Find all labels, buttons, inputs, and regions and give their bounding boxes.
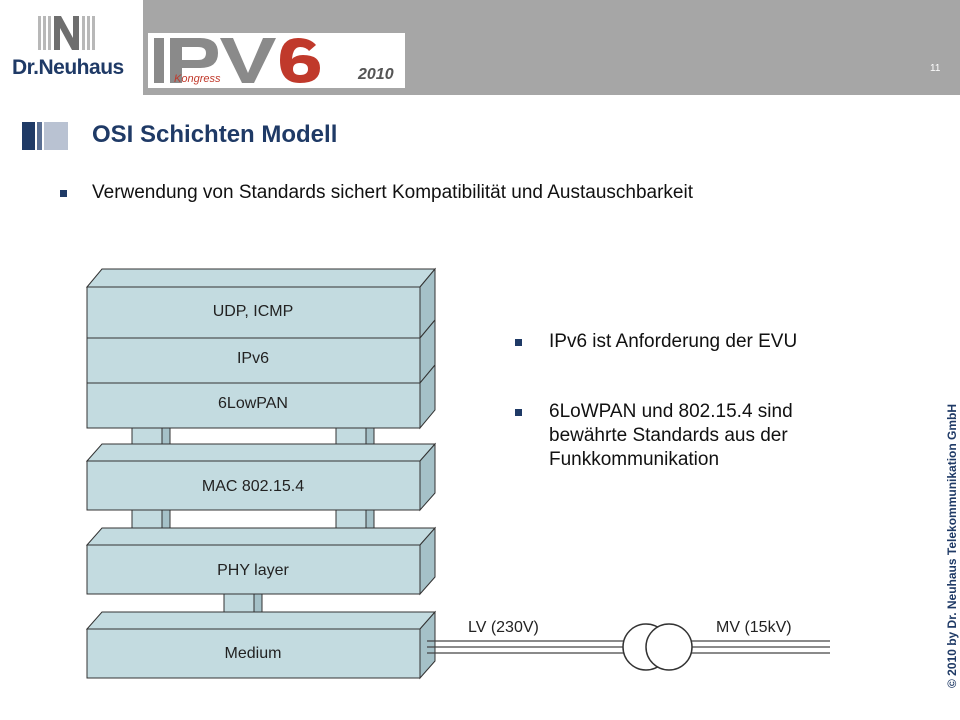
bullet-square-icon xyxy=(515,409,522,416)
layer-phy-box xyxy=(85,526,437,596)
layer-ipv6-box xyxy=(86,318,436,385)
copyright-note: © 2010 by Dr. Neuhaus Telekommunikation … xyxy=(945,403,959,688)
transformer-icon xyxy=(622,623,693,671)
neuhaus-logo-icon xyxy=(36,12,100,54)
bullet-square-icon xyxy=(60,190,67,197)
bullet-item: IPv6 ist Anforderung der EVU xyxy=(515,330,875,354)
bullet-square-icon xyxy=(515,339,522,346)
bullet-text: 6LoWPAN und 802.15.4 sind bewährte Stand… xyxy=(549,401,793,470)
bullet-text: IPv6 ist Anforderung der EVU xyxy=(549,331,798,352)
bullet-item: 6LoWPAN und 802.15.4 sind bewährte Stand… xyxy=(515,400,875,472)
layer-mac-box xyxy=(85,442,437,512)
layer-label-6lowpan: 6LowPAN xyxy=(218,395,288,412)
lv-label: LV (230V) xyxy=(468,619,539,636)
layer-label-udp: UDP, ICMP xyxy=(212,303,294,320)
title-marker-icon xyxy=(22,122,68,150)
layer-label-ipv6: IPv6 xyxy=(236,350,269,367)
layer-label-mac: MAC 802.15.4 xyxy=(201,478,305,495)
power-lines xyxy=(427,640,830,654)
layer-label-phy: PHY layer xyxy=(217,562,289,579)
layer-6lowpan-box xyxy=(86,363,436,430)
mv-label: MV (15kV) xyxy=(716,619,792,636)
company-logo-text: Dr.Neuhaus xyxy=(12,56,124,79)
layer-label-medium: Medium xyxy=(224,645,282,662)
layer-medium-box xyxy=(85,610,437,680)
ipv6-kongress-logo: Kongress 2010 xyxy=(148,33,405,88)
kongress-label: Kongress xyxy=(174,73,221,85)
bullet-item: Verwendung von Standards sichert Kompati… xyxy=(60,181,693,205)
logo-area: Dr.Neuhaus xyxy=(0,0,143,95)
page-number: 11 xyxy=(930,63,941,74)
page-title: OSI Schichten Modell xyxy=(92,121,338,148)
bullet-text: Verwendung von Standards sichert Kompati… xyxy=(92,182,693,203)
ipv6-logo-icon: Kongress 2010 xyxy=(148,33,405,88)
event-year: 2010 xyxy=(357,66,394,83)
